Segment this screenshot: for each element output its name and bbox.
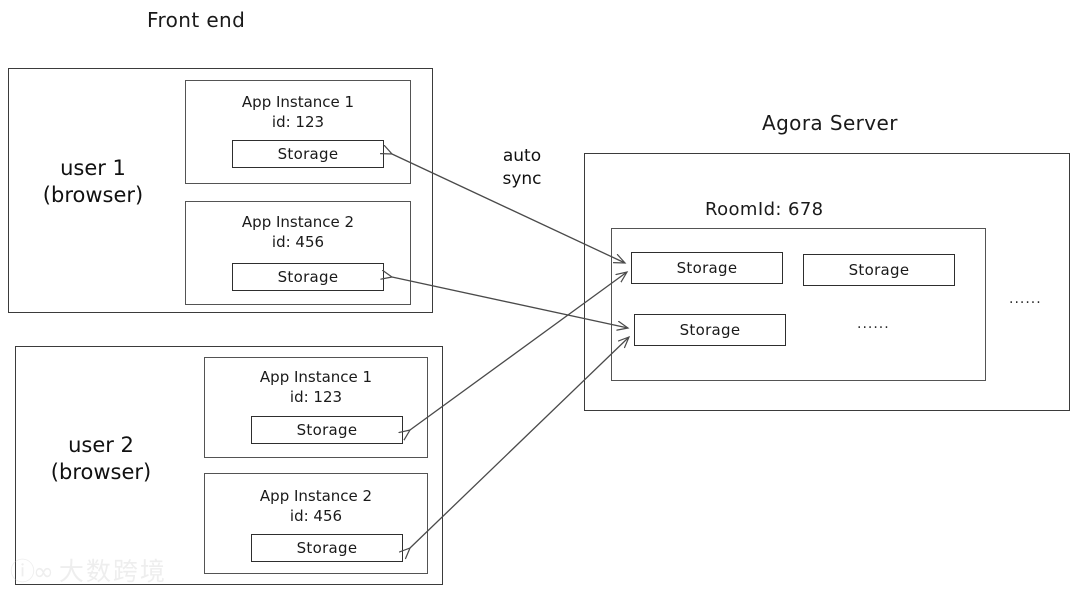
server-storage-1[interactable]: Storage	[631, 252, 783, 284]
instance-title: App Instance 2	[241, 213, 355, 231]
user-2-instance-2-heading: App Instance 2 id: 456	[204, 486, 428, 527]
user-2-name: user 2	[68, 433, 134, 457]
instance-title: App Instance 1	[241, 93, 355, 111]
user-1-app-instance-1	[185, 80, 411, 184]
frontend-title: Front end	[147, 8, 246, 32]
instance-title: App Instance 2	[259, 487, 373, 505]
instance-id: id: 456	[271, 233, 325, 252]
auto-sync-line-2: sync	[502, 168, 542, 189]
server-storage-3[interactable]: Storage	[634, 314, 786, 346]
agora-server-title: Agora Server	[762, 111, 898, 135]
auto-sync-line-1: auto	[502, 146, 542, 166]
user-2-browser: (browser)	[50, 460, 152, 485]
instance-id: id: 123	[271, 113, 325, 132]
user-1-browser: (browser)	[42, 183, 144, 208]
instance-id: id: 456	[289, 507, 343, 526]
user-1-name: user 1	[60, 156, 126, 180]
room-outer-ellipsis: ......	[1009, 291, 1042, 307]
user-1-instance-2-heading: App Instance 2 id: 456	[185, 212, 411, 253]
user-1-label: user 1 (browser)	[18, 155, 168, 210]
user-2-instance-2-storage[interactable]: Storage	[251, 534, 403, 562]
user-2-label: user 2 (browser)	[26, 432, 176, 487]
user-1-instance-2-storage[interactable]: Storage	[232, 263, 384, 291]
server-storage-2[interactable]: Storage	[803, 254, 955, 286]
auto-sync-label: auto sync	[477, 145, 567, 191]
user-1-instance-1-heading: App Instance 1 id: 123	[185, 92, 411, 133]
user-2-instance-1-storage[interactable]: Storage	[251, 416, 403, 444]
instance-id: id: 123	[289, 388, 343, 407]
room-box	[611, 228, 986, 381]
user-1-instance-1-storage[interactable]: Storage	[232, 140, 384, 168]
watermark: ⓘ∞ 大数跨境	[10, 552, 167, 588]
watermark-text: 大数跨境	[58, 557, 167, 586]
room-inner-ellipsis: ......	[857, 316, 890, 332]
room-id-label: RoomId: 678	[705, 199, 824, 220]
instance-title: App Instance 1	[259, 368, 373, 386]
watermark-logo-icon: ⓘ∞	[10, 557, 54, 586]
user-2-instance-1-heading: App Instance 1 id: 123	[204, 367, 428, 408]
